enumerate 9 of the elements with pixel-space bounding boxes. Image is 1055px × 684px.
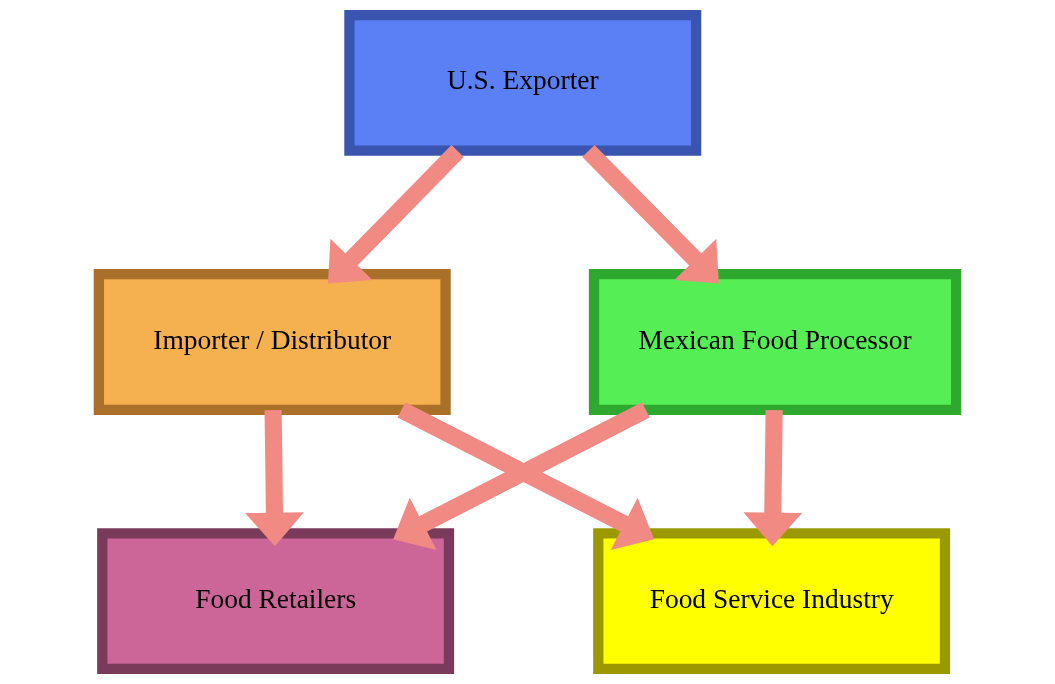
arrow xyxy=(327,145,464,284)
node-box: U.S. Exporter xyxy=(344,9,702,156)
arrow xyxy=(743,410,803,547)
node-box: Food Service Industry xyxy=(593,528,951,675)
arrow xyxy=(245,410,304,547)
node-box: Mexican Food Processor xyxy=(588,269,962,415)
arrow xyxy=(582,145,719,284)
node-box: Importer / Distributor xyxy=(93,269,451,415)
node-box: Food Retailers xyxy=(97,528,455,675)
